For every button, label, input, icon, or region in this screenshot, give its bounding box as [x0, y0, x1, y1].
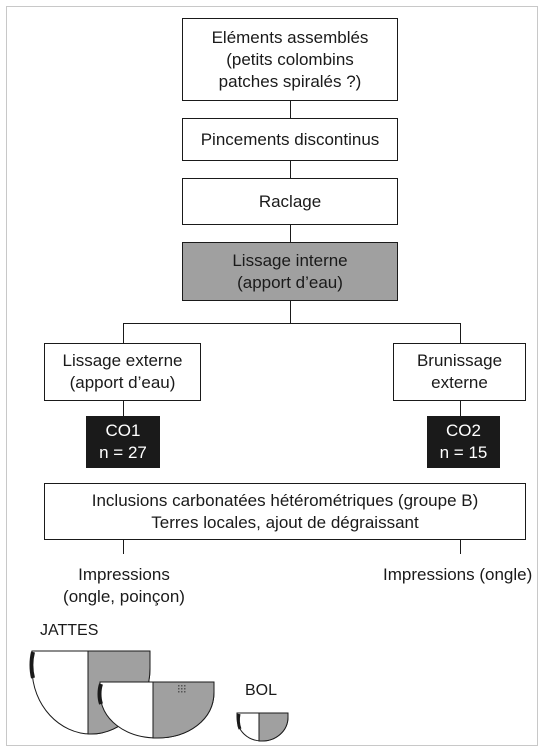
bol-profile — [236, 712, 289, 742]
figure-frame — [6, 6, 538, 746]
branch-connector — [123, 323, 460, 324]
jattes-label: JATTES — [40, 622, 99, 639]
step-text: (petits colombins — [226, 49, 354, 69]
step-internal-smoothing: Lissage interne (apport d’eau) — [182, 242, 398, 301]
chaine-co2-badge: CO2 n = 15 — [427, 416, 500, 468]
connector — [290, 225, 291, 242]
chaine-label: CO1 — [105, 421, 141, 440]
step-external-smoothing: Lissage externe (apport d’eau) — [44, 343, 201, 401]
connector — [123, 540, 124, 554]
impressions-text: (ongle, poinçon) — [63, 587, 185, 606]
connector — [290, 161, 291, 178]
chaine-co1-badge: CO1 n = 27 — [86, 416, 160, 468]
chaine-count: n = 27 — [99, 443, 147, 462]
inclusions-text: Terres locales, ajout de dégraissant — [151, 512, 419, 532]
chaine-count: n = 15 — [439, 443, 488, 462]
connector — [123, 323, 124, 343]
connector — [460, 540, 461, 554]
impressions-left: Impressions (ongle, poinçon) — [48, 564, 200, 608]
inclusions-text: Inclusions carbonatées hétérométriques (… — [91, 490, 479, 510]
step-text: (apport d’eau) — [69, 373, 176, 392]
chaine-label: CO2 — [446, 421, 481, 440]
bol-label: BOL — [245, 682, 278, 699]
connector — [290, 101, 291, 118]
impressions-right: Impressions (ongle) — [383, 564, 543, 586]
step-text: Lissage externe — [62, 351, 183, 370]
connector — [290, 301, 291, 323]
connector — [460, 401, 461, 416]
step-text: Eléments assemblés — [211, 27, 369, 47]
step-pinching: Pincements discontinus — [182, 118, 398, 161]
step-text: Raclage — [258, 191, 322, 211]
step-text: patches spiralés ?) — [218, 71, 362, 91]
step-text: Pincements discontinus — [200, 129, 380, 149]
inclusions-box: Inclusions carbonatées hétérométriques (… — [44, 483, 526, 540]
impressions-text: Impressions — [78, 565, 170, 584]
step-scraping: Raclage — [182, 178, 398, 225]
step-text: Lissage interne — [232, 250, 348, 270]
step-assembled-elements: Eléments assemblés (petits colombins pat… — [182, 18, 398, 101]
connector — [123, 401, 124, 416]
step-text: (apport d’eau) — [237, 272, 343, 292]
step-external-burnishing: Brunissage externe — [393, 343, 526, 401]
step-text: externe — [431, 373, 488, 392]
impressions-text: Impressions (ongle) — [383, 565, 533, 584]
step-text: Brunissage — [416, 351, 503, 370]
connector — [460, 323, 461, 343]
jatte-small-profile — [97, 681, 215, 739]
